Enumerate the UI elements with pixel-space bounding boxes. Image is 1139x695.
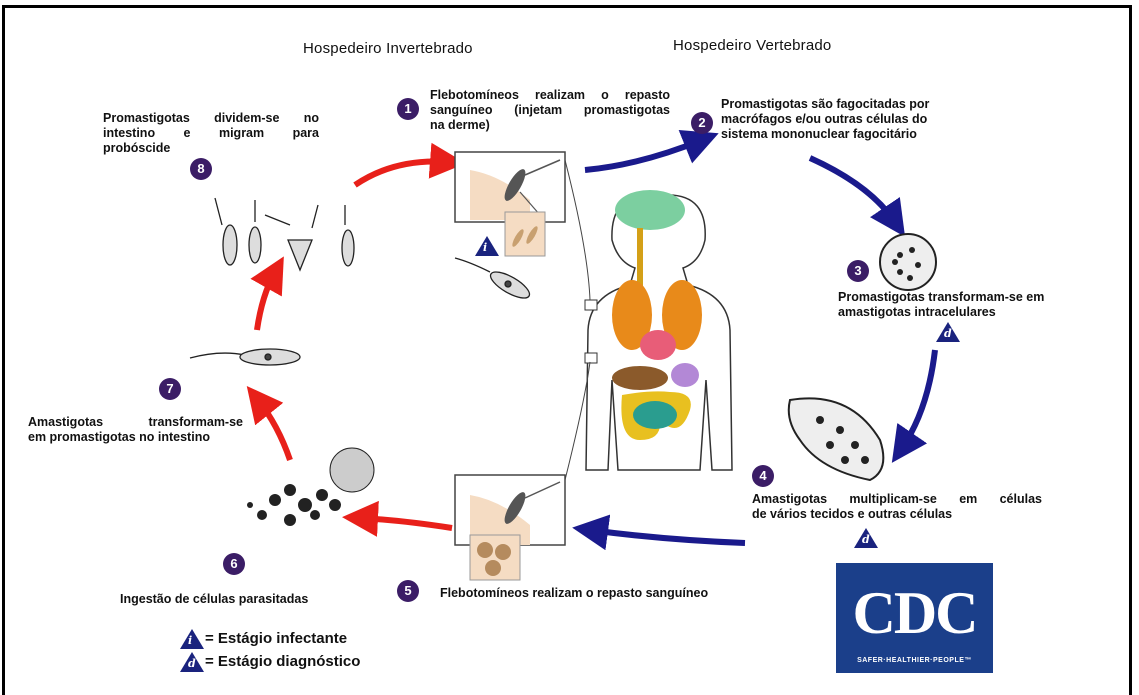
cdc-logo-mark: CDC (836, 579, 993, 648)
step-7-badge: 7 (159, 378, 181, 400)
step-6-badge: 6 (223, 553, 245, 575)
arrow-4-to-5 (590, 530, 745, 543)
step-1-badge: 1 (397, 98, 419, 120)
step-6-text: Ingestão de células parasitadas (120, 592, 380, 607)
arrow-1-to-2 (585, 140, 702, 170)
arrow-7-to-8 (257, 272, 275, 330)
step-5-badge: 5 (397, 580, 419, 602)
arrow-3-to-4 (902, 350, 935, 448)
legend-infective-letter: i (188, 634, 192, 647)
promastigote-in-gut-illustration (190, 349, 300, 365)
step-5-text: Flebotomíneos realizam o repasto sanguín… (440, 586, 780, 601)
arrow-6-to-7 (258, 400, 290, 460)
infected-macrophage-illustration (880, 234, 936, 290)
arrow-8-to-1 (355, 161, 448, 185)
step-3-line-2: amastigotas intracelulares (838, 305, 1098, 320)
infective-stage-icon: i (475, 236, 499, 256)
legend-diagnostic-icon: d (180, 652, 204, 672)
step-3-badge: 3 (847, 260, 869, 282)
step-2-badge: 2 (691, 112, 713, 134)
step-1-text: Flebotomíneos realizam o repasto sanguín… (430, 88, 670, 133)
parasitized-cells-illustration (247, 448, 374, 526)
legend-infective-icon: i (180, 629, 204, 649)
sandfly-feeding-illustration-top (455, 152, 565, 256)
legend-infective-label: = Estágio infectante (205, 630, 347, 647)
diagnostic-stage-icon: d (854, 528, 878, 548)
step-7-line-1: Amastigotas transformam-se (28, 415, 243, 430)
cdc-logo-tagline: SAFER·HEALTHIER·PEOPLE™ (836, 657, 993, 664)
cdc-logo: CDC SAFER·HEALTHIER·PEOPLE™ (836, 563, 993, 673)
step-4-text: Amastigotas multiplicam-se em células de… (752, 492, 1042, 522)
step-3-text: Promastigotas transformam-se em amastigo… (838, 290, 1098, 320)
step-4-badge: 4 (752, 465, 774, 487)
step-8-badge: 8 (190, 158, 212, 180)
arrow-2-to-3 (810, 158, 895, 222)
diagnostic-stage-letter: d (944, 327, 952, 340)
step-1-line-1: Flebotomíneos realizam o repasto (430, 88, 670, 103)
step-3-line-1: Promastigotas transformam-se em (838, 290, 1098, 305)
step-2-text: Promastigotas são fagocitadas por macróf… (721, 97, 971, 142)
diagnostic-stage-letter: d (862, 533, 870, 546)
step-4-line-1: Amastigotas multiplicam-se em células (752, 492, 1042, 507)
step-2-line-1: Promastigotas são fagocitadas por (721, 97, 971, 112)
amastigote-multiplication-illustration (789, 398, 884, 480)
step-2-line-2: macrófagos e/ou outras células do (721, 112, 971, 127)
step-1-line-2: sanguíneo (injetam promastigotas (430, 103, 670, 118)
legend-diagnostic-letter: d (188, 657, 196, 670)
step-2-line-3: sistema mononuclear fagocitário (721, 127, 971, 142)
step-4-line-2: de vários tecidos e outras células (752, 507, 1042, 522)
step-7-line-2: em promastigotas no intestino (28, 430, 243, 445)
step-8-line-2: intestino e migram para (103, 126, 319, 141)
step-7-text: Amastigotas transformam-se em promastigo… (28, 415, 243, 445)
step-8-text: Promastigotas dividem-se no intestino e … (103, 111, 319, 156)
step-8-line-3: probóscide (103, 141, 319, 156)
dividing-promastigotes-illustration (215, 198, 354, 270)
step-1-line-3: na derme) (430, 118, 670, 133)
promastigote-illustration (455, 258, 533, 303)
step-8-line-1: Promastigotas dividem-se no (103, 111, 319, 126)
infective-stage-letter: i (483, 241, 487, 254)
human-body-illustration (565, 160, 732, 480)
legend-diagnostic-label: = Estágio diagnóstico (205, 653, 360, 670)
diagnostic-stage-icon: d (936, 322, 960, 342)
arrow-5-to-6 (360, 518, 452, 528)
sandfly-feeding-illustration-bottom (455, 475, 565, 580)
